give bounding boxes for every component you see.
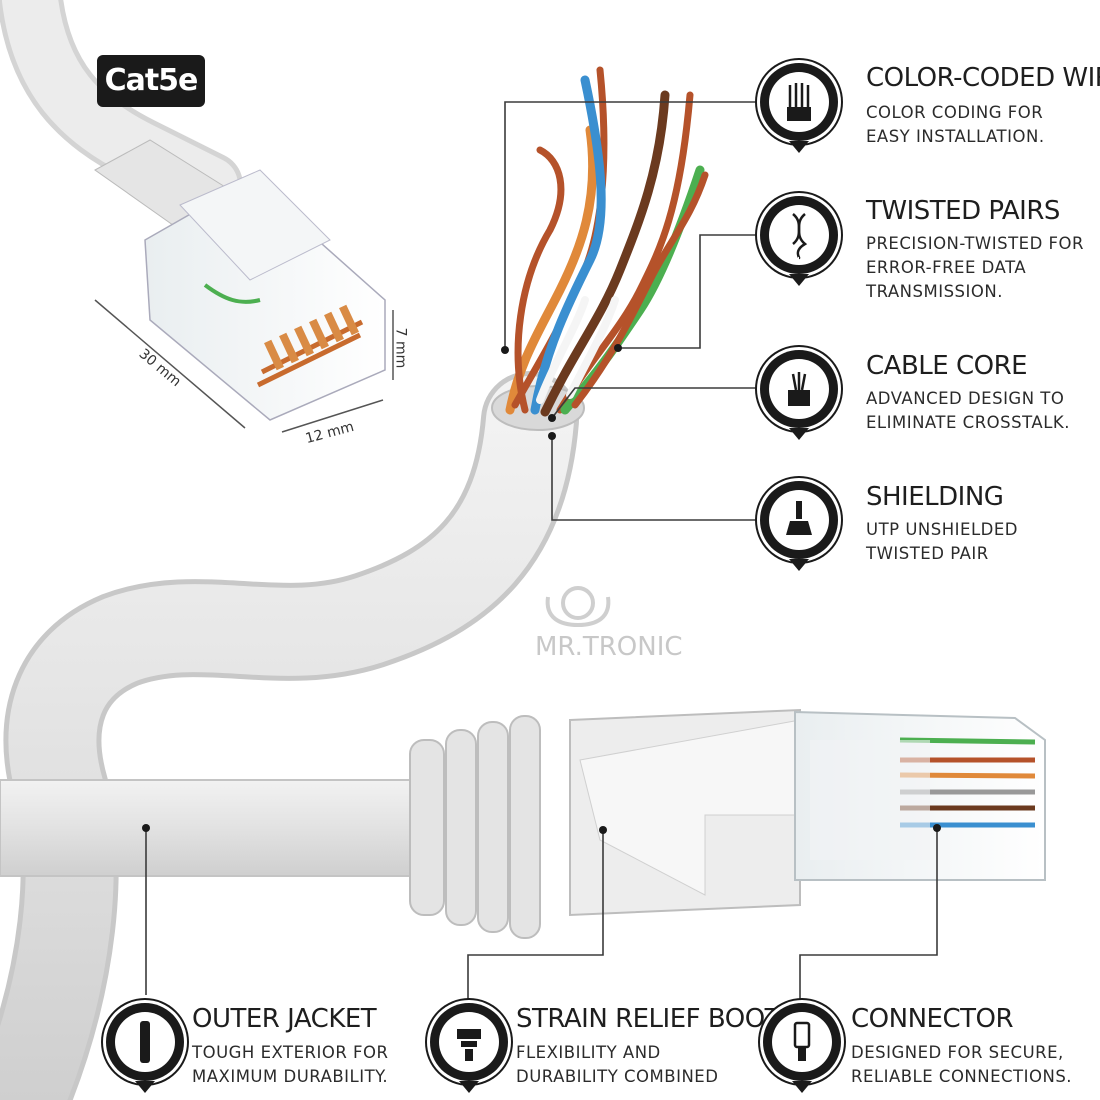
feature-desc-twisted-pairs: PRECISION-TWISTED FOR ERROR-FREE DATA TR… <box>866 234 1084 301</box>
dimension-height: 7 mm <box>392 327 409 369</box>
brand-watermark: MR.TRONIC <box>535 632 683 662</box>
bottom-cable <box>0 708 1046 939</box>
strain-relief-boot-icon <box>430 1003 508 1093</box>
feature-desc-outer-jacket: TOUGH EXTERIOR FOR MAXIMUM DURABILITY. <box>192 1043 389 1086</box>
feature-title-cable-core: CABLE CORE <box>866 351 1028 381</box>
mr-tronic-logo-icon <box>545 586 611 628</box>
feature-title-strain-relief-boot: STRAIN RELIEF BOOT <box>516 1004 781 1034</box>
feature-desc-color-coded-wires: COLOR CODING FOR EASY INSTALLATION. <box>866 103 1045 146</box>
small-connector <box>94 139 394 433</box>
cable-core-icon <box>760 350 838 440</box>
connector-icon <box>763 1003 841 1093</box>
shielding-icon <box>760 481 838 571</box>
feature-title-outer-jacket: OUTER JACKET <box>192 1004 377 1034</box>
feature-title-color-coded-wires: COLOR-CODED WIRES <box>866 63 1100 93</box>
feature-title-shielding: SHIELDING <box>866 482 1004 512</box>
callout-lines <box>142 101 941 1000</box>
twisted-pairs-icon <box>760 196 838 286</box>
feature-desc-shielding: UTP UNSHIELDED TWISTED PAIR <box>866 520 1018 563</box>
feature-desc-strain-relief-boot: FLEXIBILITY AND DURABILITY COMBINED <box>516 1043 719 1086</box>
outer-jacket-icon <box>106 1003 184 1093</box>
color-coded-wires-icon <box>760 63 838 153</box>
cat5e-badge: Cat5e <box>97 55 205 107</box>
feature-title-connector: CONNECTOR <box>851 1004 1014 1034</box>
top-cable <box>0 0 243 218</box>
feature-desc-connector: DESIGNED FOR SECURE, RELIABLE CONNECTION… <box>851 1043 1073 1086</box>
twisted-wires <box>505 66 709 417</box>
feature-desc-cable-core: ADVANCED DESIGN TO ELIMINATE CROSSTALK. <box>866 389 1070 432</box>
feature-title-twisted-pairs: TWISTED PAIRS <box>866 196 1060 226</box>
